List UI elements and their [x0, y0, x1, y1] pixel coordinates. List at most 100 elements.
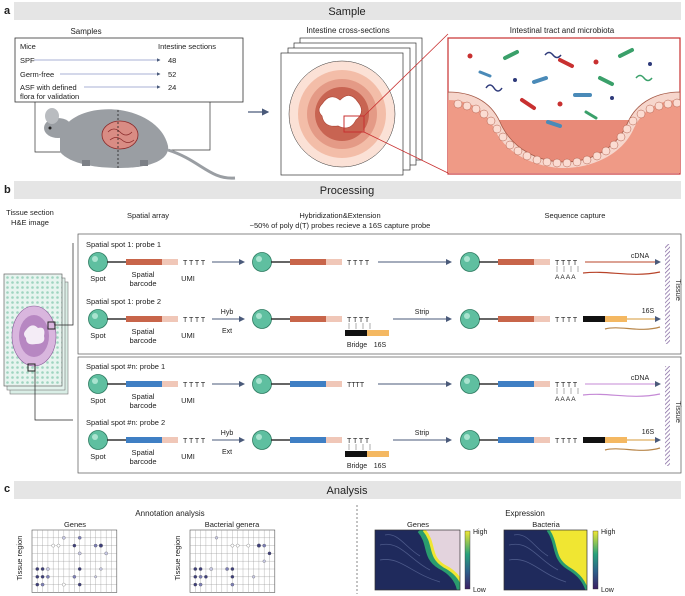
s1p2-16s-3 — [605, 316, 627, 322]
genera-grid-dot-0 — [193, 567, 198, 571]
panel-b-letter: b — [4, 184, 11, 196]
s1p1-spatial-label: Spatial — [132, 270, 155, 279]
sample-row-gf-label: Germ-free — [20, 70, 54, 79]
s1p1-tttt-3: T T T T — [555, 260, 578, 267]
snp1-tttt-3: T T T T — [555, 382, 578, 389]
s1p2-16s-cap-label: 16S — [642, 308, 655, 315]
snp1-bead-2-shine — [256, 378, 262, 384]
panel-a-letter: a — [4, 5, 11, 17]
s1p2-spot-label: Spot — [90, 331, 106, 340]
snp1-bead-2 — [252, 374, 272, 394]
bacteria-expression-frame — [503, 529, 588, 591]
s1p2-title: Spatial spot 1: probe 2 — [86, 297, 161, 306]
snp1-barcode-label: barcode — [129, 401, 156, 410]
genera-grid-dot-5 — [193, 582, 198, 587]
snp2-ext: Ext — [222, 449, 232, 456]
genes-grid-dot-5 — [35, 582, 40, 587]
genes-grid-dot-7 — [46, 567, 50, 571]
s1p2-tttt-2: T T T T — [347, 317, 370, 324]
snp2-bead-1 — [88, 430, 108, 450]
genes-grid-dot-3 — [40, 575, 45, 579]
snp1-probe-3-umi — [534, 381, 550, 387]
snp2-probe-3-umi — [534, 437, 550, 443]
snp2-tttt-2: T T T T — [347, 438, 370, 445]
s1p1-bead-2 — [252, 252, 272, 272]
panel-a-header-bar — [14, 2, 681, 20]
he-image-label: H&E image — [11, 218, 49, 227]
samples-title: Samples — [70, 27, 101, 36]
tissue-region-label-1: Tissue region — [15, 536, 24, 581]
s1p2-bridge-2 — [345, 330, 367, 336]
genera-grid-dot-18 — [262, 559, 266, 563]
s1p2-probe-2-umi — [326, 316, 342, 322]
genes-grid-dot-2 — [35, 575, 40, 579]
s1p1-probe-1-umi — [162, 259, 178, 265]
snp2-probe-1-barcode — [126, 437, 162, 443]
snp2-bead-3-shine — [464, 434, 470, 440]
s1p1-bead-3-shine — [464, 256, 470, 262]
tissue-bar-bottom — [665, 366, 670, 466]
sample-row-asf-value: 24 — [168, 83, 176, 92]
tissue-label-top: Tissue — [674, 279, 683, 301]
genera-grid-dot-4 — [204, 575, 208, 579]
genera-grid-dot-1 — [198, 567, 203, 571]
microbiota-zoom — [447, 37, 681, 175]
s1p2-bead-2 — [252, 309, 272, 329]
snp2-hyb: Hyb — [221, 430, 234, 437]
tissue-label-bottom: Tissue — [674, 401, 683, 423]
genes-colorbar — [464, 530, 471, 590]
bacteria-colorbar-low: Low — [601, 587, 615, 594]
snp2-16s-3 — [605, 437, 627, 443]
genera-grid-dot-10 — [225, 567, 229, 571]
genes-grid-dot-10 — [62, 536, 66, 540]
s1p1-probe-2-umi — [326, 259, 342, 265]
zoom-line-top — [363, 33, 449, 117]
s1p1-spot-label: Spot — [90, 274, 106, 283]
s1p2-probe-2-barcode — [290, 316, 326, 322]
s1p2-tttt-1: T T T T — [183, 317, 206, 324]
s1p1-tttt-2: T T T T — [347, 260, 370, 267]
s1p1-cdna-strand — [582, 271, 661, 275]
tissue-bar-top — [665, 244, 670, 344]
microbiota-label: Intestinal tract and microbiota — [510, 26, 615, 35]
s1p2-probe-3-umi — [534, 316, 550, 322]
s1p2-strip: Strip — [415, 309, 430, 316]
genes-annotation-grid — [31, 529, 118, 593]
genes-expression-map — [375, 530, 460, 590]
sample-row-spf-label: SPF — [20, 56, 35, 65]
s1p2-bead-3-shine — [464, 313, 470, 319]
genera-grid-dot-6 — [198, 582, 203, 587]
snp2-16s-label: 16S — [374, 463, 387, 470]
genes-grid-dot-0 — [35, 567, 40, 571]
snp1-probe-2-barcode — [290, 381, 326, 387]
snp1-bead-1-shine — [92, 378, 98, 384]
genes-grid-dot-16 — [77, 582, 82, 587]
samples-col-sections: Intestine sections — [158, 42, 216, 51]
genera-grid-dot-19 — [252, 575, 256, 579]
snp2-bridge-2 — [345, 451, 367, 457]
snp2-16s-cap-label: 16S — [642, 429, 655, 436]
genera-grid-dot-13 — [230, 582, 235, 587]
sample-row-gf-value: 52 — [168, 70, 176, 79]
genes-grid-dot-4 — [46, 575, 50, 579]
snp1-bead-3 — [460, 374, 480, 394]
snp1-bead-3-shine — [464, 378, 470, 384]
snp1-spot-label: Spot — [90, 396, 106, 405]
snp2-spatial-label: Spatial — [132, 448, 155, 457]
snp1-umi-label: UMI — [181, 396, 195, 405]
genera-grid-dot-15 — [256, 543, 261, 548]
s1p2-tttt-3: T T T T — [555, 317, 578, 324]
genera-grid-dot-14 — [246, 543, 251, 548]
genes-grid-dot-14 — [72, 575, 77, 579]
s1p1-bead-3 — [460, 252, 480, 272]
col-spatial-array: Spatial array — [127, 211, 169, 220]
samples-box — [14, 37, 244, 103]
snp2-strip: Strip — [415, 430, 430, 437]
snp2-tttt-3: T T T T — [555, 438, 578, 445]
s1p1-umi-label: UMI — [181, 274, 195, 283]
genes-grid-dot-22 — [94, 575, 97, 579]
sample-row-spf-value: 48 — [168, 56, 176, 65]
snp1-bead-1 — [88, 374, 108, 394]
genes-colorbar-low: Low — [473, 587, 487, 594]
